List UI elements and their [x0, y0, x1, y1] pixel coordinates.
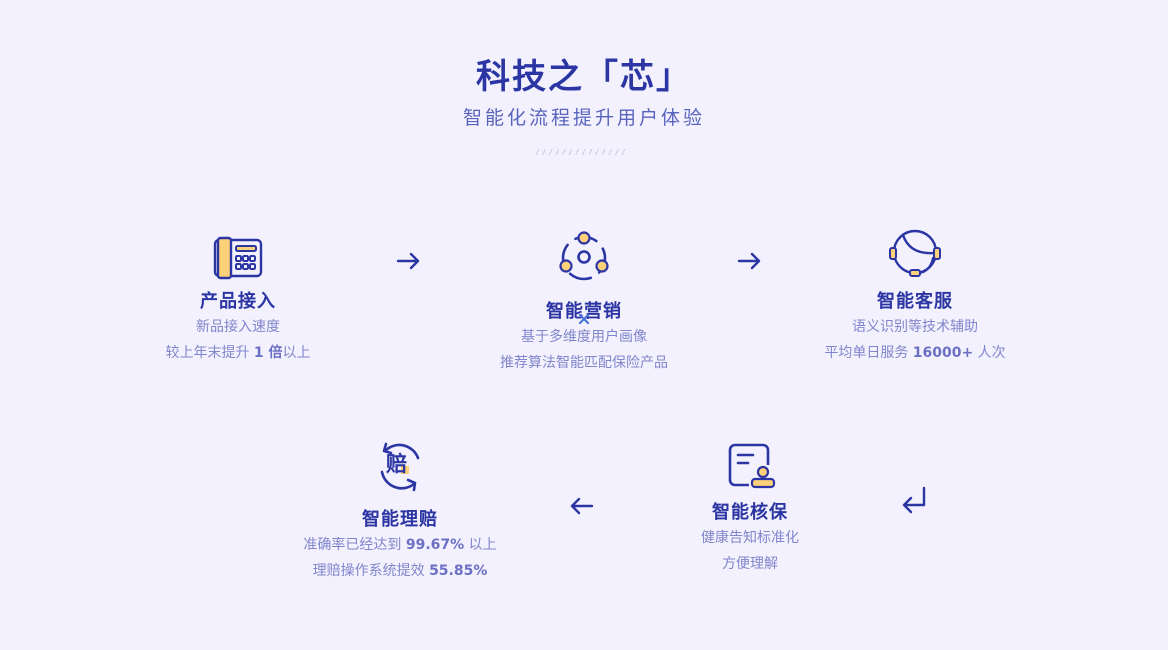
desc-highlight-value: 99.67%	[405, 537, 465, 553]
document-user-icon	[728, 443, 776, 489]
desc-text: 以上	[464, 537, 497, 553]
desc-highlight-value: 16000+	[912, 345, 974, 361]
step-title: 智能客服	[877, 291, 953, 312]
step-smart-marketing: 智能营销 基于多维度用户画像 推荐算法智能匹配保险产品	[470, 230, 698, 376]
step-desc-line2: 推荐算法智能匹配保险产品	[500, 355, 668, 371]
telephone-icon	[213, 236, 263, 280]
step-desc-line1: 新品接入速度	[196, 319, 280, 335]
desc-text: 以上	[282, 345, 311, 361]
step-desc-line2: 理赔操作系统提效 55.85%	[290, 558, 510, 584]
desc-highlight-value: 55.85%	[429, 563, 488, 579]
page-title: 科技之「芯」	[476, 57, 692, 97]
step-product-access: 产品接入 新品接入速度 较上年末提升 1 倍以上	[138, 236, 338, 366]
claim-refresh-icon: 赔	[374, 440, 426, 492]
desc-text: 人次	[973, 345, 1006, 361]
step-smart-underwriting: 智能核保 健康告知标准化 方便理解	[665, 443, 835, 577]
desc-text: 准确率已经达到	[303, 537, 406, 553]
step-desc-line1: 准确率已经达到 99.67% 以上	[290, 532, 510, 558]
arrow-right-icon	[396, 252, 420, 270]
arrow-return-left-icon	[902, 486, 926, 514]
step-desc-line1: 健康告知标准化	[701, 530, 799, 546]
step-title: 产品接入	[200, 291, 276, 312]
arrow-left-icon	[570, 497, 594, 515]
desc-text: 理赔操作系统提效	[312, 563, 430, 579]
desc-text: 较上年末提升	[165, 345, 254, 361]
decorative-divider	[535, 149, 629, 155]
mouse-cursor-icon	[578, 313, 590, 325]
step-smart-claims: 赔 智能理赔 准确率已经达到 99.67% 以上 理赔操作系统提效 55.85%	[290, 440, 510, 584]
step-title: 智能营销	[546, 301, 622, 322]
step-desc-line2: 较上年末提升 1 倍以上	[138, 340, 338, 366]
step-desc-line2: 方便理解	[722, 556, 778, 572]
network-nodes-icon	[559, 231, 609, 281]
claim-glyph: 赔	[386, 452, 407, 476]
desc-highlight-value: 1 倍	[253, 345, 283, 361]
step-title: 智能理赔	[362, 509, 438, 530]
step-desc-line2: 平均单日服务 16000+ 人次	[800, 340, 1030, 366]
step-title: 智能核保	[712, 502, 788, 523]
step-desc-line1: 语义识别等技术辅助	[852, 319, 978, 335]
desc-text: 平均单日服务	[824, 345, 913, 361]
step-smart-customer-service: 智能客服 语义识别等技术辅助 平均单日服务 16000+ 人次	[800, 228, 1030, 366]
page-subtitle: 智能化流程提升用户体验	[462, 107, 705, 129]
headset-agent-icon	[889, 229, 941, 277]
step-desc-line1: 基于多维度用户画像	[521, 329, 647, 345]
arrow-right-icon	[737, 252, 761, 270]
